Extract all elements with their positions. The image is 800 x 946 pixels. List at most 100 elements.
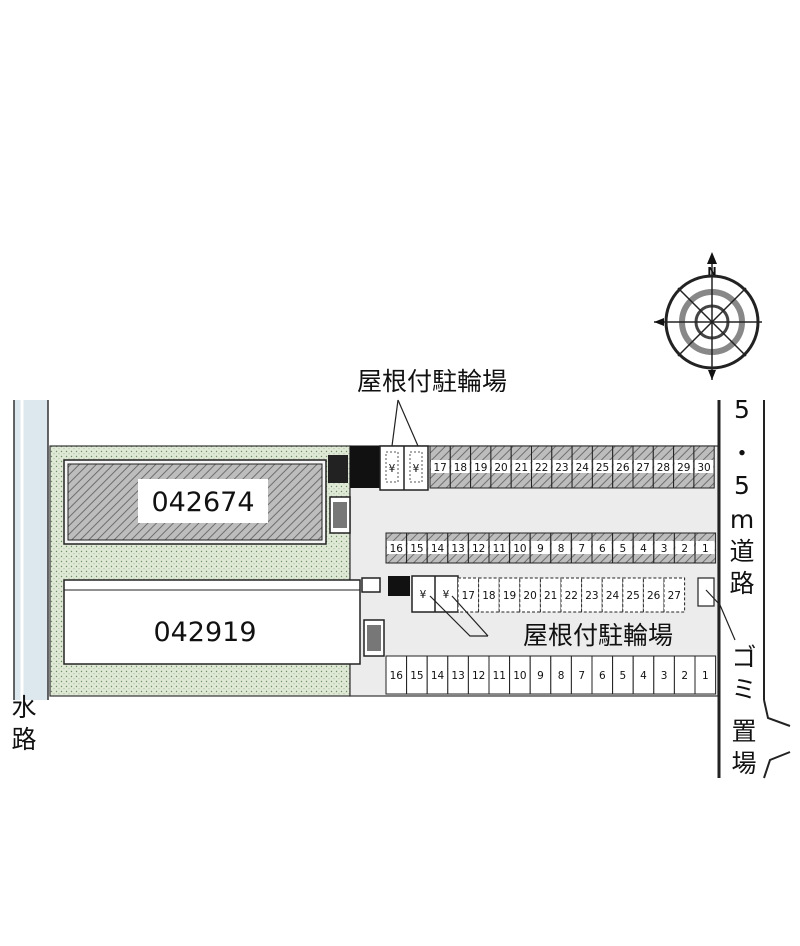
stall-label-bg — [500, 588, 519, 601]
stall-label-bg — [490, 541, 509, 554]
stall-label-bg — [387, 541, 406, 554]
stall-number: 18 — [454, 462, 467, 474]
stall-number: 6 — [599, 670, 606, 682]
stall-label-bg — [490, 668, 509, 681]
stall-label-bg — [541, 588, 560, 601]
stall-label-bg — [431, 460, 450, 473]
stall-label-bg — [634, 460, 653, 473]
waterway-label: 水 路 — [11, 693, 36, 754]
stall-number: 5 — [620, 543, 627, 555]
stall-number: 20 — [523, 590, 536, 602]
svg-text:¥: ¥ — [413, 463, 420, 475]
stall-number: 3 — [661, 670, 668, 682]
stall-number: 21 — [544, 590, 557, 602]
stall-number: 1 — [702, 670, 709, 682]
stall-number: 24 — [576, 462, 590, 474]
stall-label-bg — [469, 541, 488, 554]
stall-number: 5 — [620, 670, 627, 682]
stall-label-bg — [512, 460, 531, 473]
stall-label-bg — [634, 541, 653, 554]
stall-number: 7 — [578, 670, 585, 682]
stall-number: 8 — [558, 670, 565, 682]
svg-text:¥: ¥ — [389, 463, 396, 475]
stall-label-bg — [696, 668, 715, 681]
stall-number: 11 — [493, 670, 506, 682]
utility-block — [388, 576, 410, 596]
stall-label-bg — [582, 588, 602, 601]
stall-number: 17 — [433, 462, 446, 474]
bicycle-shelter-bottom: ¥ ¥ — [411, 575, 459, 613]
svg-text:水: 水 — [11, 693, 36, 722]
stall-number: 22 — [565, 590, 578, 602]
stall-label-bg — [593, 668, 612, 681]
stall-label-bg — [552, 460, 572, 473]
stall-number: 4 — [640, 670, 647, 682]
stall-label-bg — [471, 460, 490, 473]
building-id-label: 042674 — [151, 487, 254, 518]
stall-label-bg — [491, 460, 511, 473]
stall-label-bg — [675, 668, 694, 681]
stall-label-bg — [593, 460, 612, 473]
svg-text:道: 道 — [729, 537, 754, 566]
svg-text:ミ: ミ — [731, 675, 756, 704]
stall-label-bg — [510, 668, 530, 681]
stall-number: 9 — [537, 670, 544, 682]
stall-number: 18 — [482, 590, 495, 602]
stall-number: 23 — [585, 590, 598, 602]
garbage-area-label: ゴ ミ 置 場 — [731, 643, 756, 778]
stall-label-bg — [694, 460, 714, 473]
svg-text:路: 路 — [729, 569, 754, 598]
stall-number: 29 — [677, 462, 690, 474]
stall-label-bg — [387, 668, 406, 681]
stall-label-bg — [634, 668, 653, 681]
stall-number: 26 — [647, 590, 661, 602]
stall-number: 14 — [431, 670, 445, 682]
stall-label-bg — [407, 668, 427, 681]
utility-block — [333, 502, 347, 528]
stall-number: 13 — [451, 543, 464, 555]
building-042919: 042919 — [63, 579, 361, 665]
bicycle-parking-label-bottom: 屋根付駐輪場 — [523, 621, 673, 650]
stall-number: 16 — [390, 670, 404, 682]
waterway — [13, 400, 49, 700]
stall-label-bg — [644, 588, 663, 601]
stall-number: 3 — [661, 543, 668, 555]
stall-label-bg — [510, 541, 530, 554]
stall-number: 28 — [657, 462, 670, 474]
stall-label-bg — [654, 668, 674, 681]
stall-number: 14 — [431, 543, 445, 555]
stall-number: 10 — [513, 670, 526, 682]
stall-label-bg — [448, 668, 468, 681]
stall-label-bg — [603, 588, 622, 601]
bicycle-parking-label-top: 屋根付駐輪場 — [357, 367, 507, 396]
svg-text:5: 5 — [734, 471, 750, 500]
utility-block — [697, 577, 715, 607]
stall-number: 11 — [493, 543, 506, 555]
stall-number: 26 — [616, 462, 630, 474]
stall-number: 16 — [390, 543, 404, 555]
svg-text:m: m — [730, 505, 754, 534]
stall-label-bg — [532, 460, 551, 473]
stall-number: 21 — [515, 462, 528, 474]
stall-number: 30 — [697, 462, 710, 474]
compass-icon: N — [654, 252, 762, 380]
stall-label-bg — [593, 541, 612, 554]
stall-label-bg — [459, 588, 478, 601]
north-label: N — [707, 265, 716, 278]
stall-number: 2 — [681, 670, 688, 682]
stall-number: 23 — [555, 462, 568, 474]
stall-label-bg — [613, 668, 633, 681]
svg-text:場: 場 — [731, 749, 756, 778]
building-id-label: 042919 — [153, 617, 256, 648]
stall-label-bg — [573, 460, 592, 473]
stall-label-bg — [448, 541, 468, 554]
stall-number: 22 — [535, 462, 548, 474]
svg-text:ゴ: ゴ — [731, 643, 756, 672]
building-042674: 042674 — [63, 459, 327, 545]
stall-label-bg — [572, 668, 591, 681]
stall-label-bg — [572, 541, 591, 554]
